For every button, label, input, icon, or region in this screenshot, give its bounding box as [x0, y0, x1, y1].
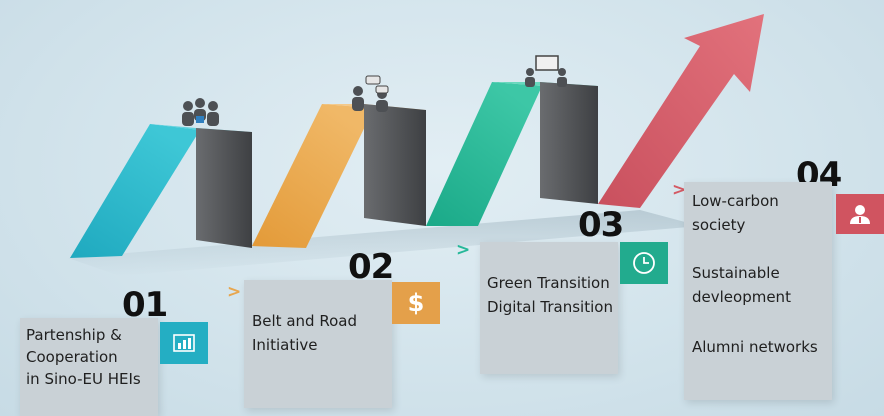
card-text: Belt and Road: [252, 312, 357, 330]
growth-arrow: [598, 14, 764, 208]
pillar-3: [540, 82, 598, 204]
step-number: 02: [348, 247, 394, 287]
ribbon-segment-3: [426, 82, 542, 226]
ribbon-shadow: [68, 210, 700, 276]
card-text: Initiative: [252, 336, 318, 354]
step-number: 01: [122, 285, 168, 325]
step-card-4: Low-carbon society Sustainable devleopme…: [684, 182, 832, 400]
chevron-right-icon: >: [672, 180, 687, 200]
discussion-icon: [352, 75, 389, 112]
presentation-icon: [525, 55, 567, 87]
ribbon-segment-1: [70, 124, 200, 258]
ribbon-segment-2: [252, 104, 374, 248]
bar-chart-icon: [160, 322, 208, 364]
card-text: Alumni networks: [692, 338, 818, 356]
card-text: Sustainable: [692, 264, 780, 282]
chevron-right-icon: >: [456, 240, 471, 260]
card-text: Partenship &: [26, 326, 122, 344]
chevron-right-icon: >: [227, 282, 242, 302]
pillar-2: [364, 104, 426, 226]
step-card-3: Green Transition Digital Transition: [480, 242, 618, 374]
user-icon: [836, 194, 884, 234]
card-text: society: [692, 216, 746, 234]
card-text: Cooperation: [26, 348, 118, 366]
card-text: Green Transition: [487, 274, 610, 292]
dollar-icon: $: [392, 282, 440, 324]
card-text: in Sino-EU HEIs: [26, 370, 141, 388]
step-card-1: Partenship & Cooperation in Sino-EU HEIs: [20, 318, 158, 416]
card-text: Low-carbon: [692, 192, 779, 210]
card-text: Digital Transition: [487, 298, 613, 316]
team-meeting-icon: [182, 98, 219, 126]
clock-icon: [620, 242, 668, 284]
card-text: devleopment: [692, 288, 791, 306]
step-number: 03: [578, 205, 624, 245]
step-card-2: Belt and Road Initiative: [244, 280, 392, 408]
pillar-1: [196, 128, 252, 248]
